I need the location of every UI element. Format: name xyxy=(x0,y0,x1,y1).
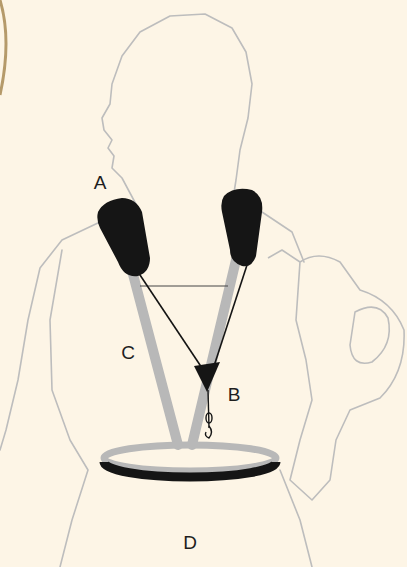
cross-strap xyxy=(140,286,228,287)
callout-letter: A xyxy=(94,173,107,192)
saxophone-neck xyxy=(268,250,300,262)
torso-left-outline xyxy=(50,250,88,567)
waist-band xyxy=(104,462,276,477)
hook-ring xyxy=(206,413,212,423)
callout-letter: B xyxy=(228,385,241,404)
callout-letter: D xyxy=(183,533,197,552)
saxophone-bell xyxy=(350,307,389,363)
person-outline xyxy=(0,14,312,567)
saxophone-body xyxy=(290,256,404,500)
edge-arc xyxy=(0,0,6,95)
hook xyxy=(205,426,211,438)
slider-clip xyxy=(194,362,220,392)
right-cord xyxy=(214,262,248,366)
harness xyxy=(97,189,276,477)
right-shoulder-pad xyxy=(221,189,262,266)
left-cord xyxy=(138,272,202,368)
head-outline xyxy=(102,14,252,208)
saxophone-outline xyxy=(268,250,404,500)
callout-letter: C xyxy=(121,343,135,362)
waist-ring xyxy=(104,445,276,471)
left-shoulder-pad xyxy=(97,198,150,276)
